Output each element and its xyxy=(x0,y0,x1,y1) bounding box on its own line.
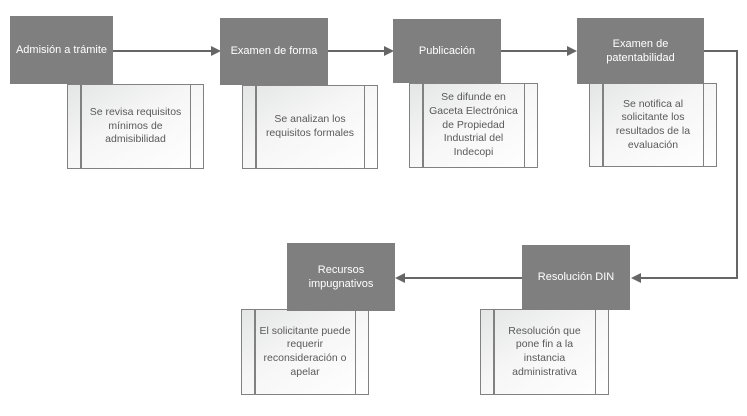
step-box-publicacion: Publicación xyxy=(393,19,501,83)
connector-patentabilidad-elbow-top xyxy=(704,50,738,52)
arrowhead-left-icon xyxy=(631,273,641,283)
step-detail-examen-de-forma: Se analizan los requisitos formales xyxy=(242,85,378,169)
step-detail-recursos-impugnativos: El solicitante puede requerir reconsider… xyxy=(241,309,369,395)
step-box-admision-a-tramite: Admisión a trámite xyxy=(10,16,113,84)
connector-din-to-recursos xyxy=(405,277,522,279)
step-label: Examen de patentabilidad xyxy=(606,37,675,64)
arrowhead-right-icon xyxy=(211,46,221,56)
step-detail-text: Resolución que pone fin a la instancia a… xyxy=(508,324,581,378)
step-label: Recursos impugnativos xyxy=(308,263,374,290)
step-label: Publicación xyxy=(418,44,476,57)
connector-patentabilidad-elbow-vertical xyxy=(736,50,738,279)
step-box-resolucion-din: Resolución DIN xyxy=(522,245,630,310)
step-detail-text: Se notifica al solicitante los resultado… xyxy=(615,97,691,151)
step-detail-text: Se revisa requisitos mínimos de admisibi… xyxy=(89,106,182,146)
step-detail-text: Se analizan los requisitos formales xyxy=(265,113,355,139)
connector-patentabilidad-elbow-bottom xyxy=(641,277,738,279)
step-detail-examen-patentabilidad: Se notifica al solicitante los resultado… xyxy=(589,83,717,167)
step-label: Examen de forma xyxy=(230,45,318,58)
step-detail-text: Se difunde en Gaceta Electrónica de Prop… xyxy=(429,91,518,158)
arrowhead-right-icon xyxy=(384,46,394,56)
step-detail-publicacion: Se difunde en Gaceta Electrónica de Prop… xyxy=(409,83,538,168)
connector-forma-to-publicacion xyxy=(328,50,385,52)
step-detail-resolucion-din: Resolución que pone fin a la instancia a… xyxy=(480,309,609,395)
step-box-recursos-impugnativos: Recursos impugnativos xyxy=(287,243,395,311)
connector-publicacion-to-patentabilidad xyxy=(501,50,568,52)
step-label: Admisión a trámite xyxy=(15,43,108,56)
connector-admision-to-forma xyxy=(113,50,212,52)
arrowhead-right-icon xyxy=(567,46,577,56)
arrowhead-left-icon xyxy=(395,273,405,283)
step-box-examen-patentabilidad: Examen de patentabilidad xyxy=(577,18,704,84)
step-detail-text: El solicitante puede requerir reconsider… xyxy=(259,324,351,378)
step-detail-admision-a-tramite: Se revisa requisitos mínimos de admisibi… xyxy=(67,84,204,169)
step-label: Resolución DIN xyxy=(537,271,615,284)
step-box-examen-de-forma: Examen de forma xyxy=(220,18,328,85)
